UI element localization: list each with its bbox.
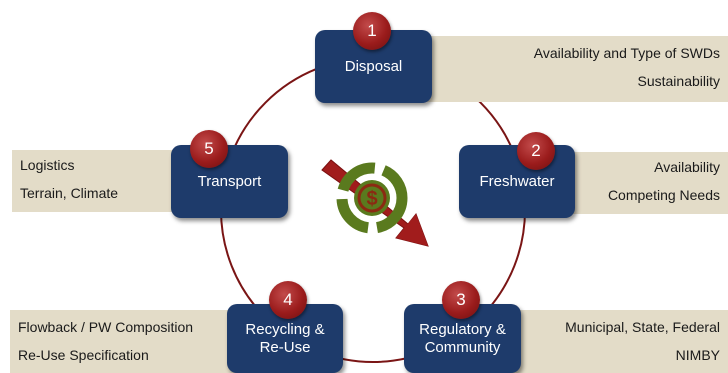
step-freshwater-box: Freshwater — [459, 145, 575, 218]
step-disposal-label: Disposal — [344, 57, 403, 75]
recycling-dollar-icon — [336, 162, 408, 234]
step-recycling-label-line-2: Re-Use — [259, 338, 311, 356]
notes-panel-transport: Logistics Terrain, Climate — [12, 150, 188, 212]
step-disposal-box: Disposal — [315, 30, 432, 103]
note-availability: Availability — [654, 159, 720, 175]
notes-panel-recycling: Flowback / PW Composition Re-Use Specifi… — [10, 310, 246, 373]
note-government-levels: Municipal, State, Federal — [565, 319, 720, 335]
dollar-symbol: $ — [366, 188, 377, 210]
step-3-badge: 3 — [442, 281, 480, 319]
note-terrain-climate: Terrain, Climate — [20, 185, 119, 201]
step-2-badge: 2 — [517, 132, 555, 170]
step-regulatory-label-line-2: Community — [424, 338, 501, 356]
notes-panel-disposal: Availability and Type of SWDs Sustainabi… — [420, 36, 728, 102]
arrow-head — [396, 214, 428, 246]
note-swd-availability: Availability and Type of SWDs — [533, 45, 720, 61]
step-5-badge: 5 — [190, 130, 228, 168]
step-1-badge: 1 — [353, 12, 391, 50]
note-reuse-specification: Re-Use Specification — [18, 347, 149, 363]
note-competing-needs: Competing Needs — [607, 187, 720, 203]
step-4-badge: 4 — [269, 281, 307, 319]
notes-panel-regulatory: Municipal, State, Federal NIMBY — [510, 310, 728, 373]
step-recycling-label-line-1: Recycling & — [245, 320, 325, 338]
note-nimby: NIMBY — [675, 347, 720, 363]
step-freshwater-label: Freshwater — [479, 172, 555, 190]
note-flowback-composition: Flowback / PW Composition — [18, 319, 194, 335]
step-regulatory-label-line-1: Regulatory & — [419, 320, 506, 338]
step-transport-box: Transport — [171, 145, 288, 218]
step-transport-label: Transport — [197, 172, 262, 190]
note-logistics: Logistics — [20, 157, 75, 173]
notes-panel-freshwater: Availability Competing Needs — [558, 152, 728, 214]
note-sustainability: Sustainability — [637, 73, 721, 89]
